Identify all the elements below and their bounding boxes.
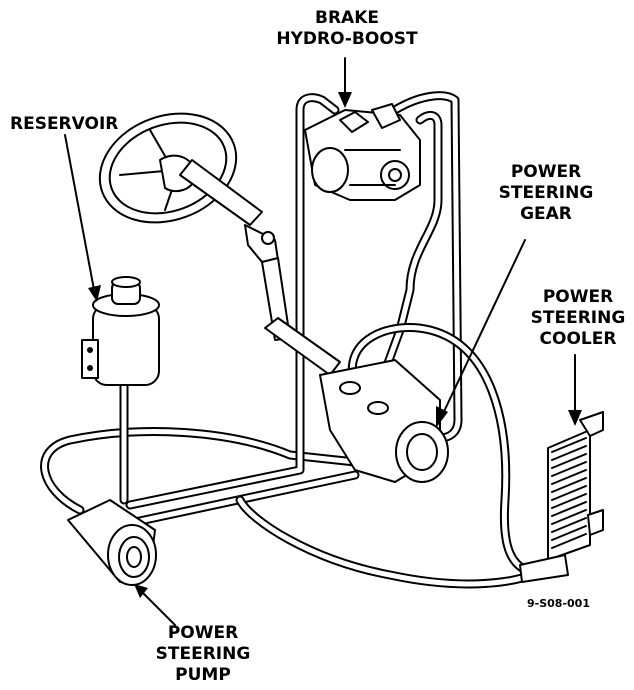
brake-hydro-boost-unit [304,103,421,201]
arrow-head-gear [436,406,448,428]
label-reservoir-line1: RESERVOIR [10,114,119,134]
reservoir-unit [81,276,160,386]
label-power-steering-cooler-line2: STEERING [530,308,626,328]
arrow-head-hydro-boost [338,92,352,108]
label-power-steering-pump-line3: PUMP [175,665,231,685]
label-power-steering-gear: POWER STEERING GEAR [490,162,602,225]
power-steering-cooler-unit [519,411,604,583]
label-power-steering-pump-line2: STEERING [155,644,251,664]
figure-id: 9-S08-001 [527,597,590,610]
pump-to-gear-outer-line [40,427,360,515]
power-steering-gear-unit [319,359,449,483]
arrow-head-cooler [568,410,582,426]
arrow-head-reservoir [88,285,101,302]
label-power-steering-pump: POWER STEERING PUMP [148,623,258,686]
power-steering-pump-unit [67,499,157,586]
label-power-steering-cooler-line3: COOLER [539,329,617,349]
label-power-steering-cooler: POWER STEERING COOLER [528,287,628,350]
label-power-steering-gear-line3: GEAR [520,204,572,224]
label-brake-hydro-boost: BRAKE HYDRO-BOOST [262,8,432,50]
callout-arrows [64,57,582,626]
label-power-steering-pump-line1: POWER [167,623,239,643]
label-power-steering-gear-line1: POWER [510,162,582,182]
arrow-head-pump [134,584,148,598]
steering-column [179,159,341,376]
label-brake-hydro-boost-line2: HYDRO-BOOST [276,29,418,49]
label-brake-hydro-boost-line1: BRAKE [315,8,379,28]
label-reservoir: RESERVOIR [10,114,118,135]
label-power-steering-gear-line2: STEERING [498,183,594,203]
cooler-return-line [235,495,550,589]
hydraulic-lines [40,91,550,589]
steering-wheel [98,112,238,224]
label-power-steering-cooler-line1: POWER [542,287,614,307]
